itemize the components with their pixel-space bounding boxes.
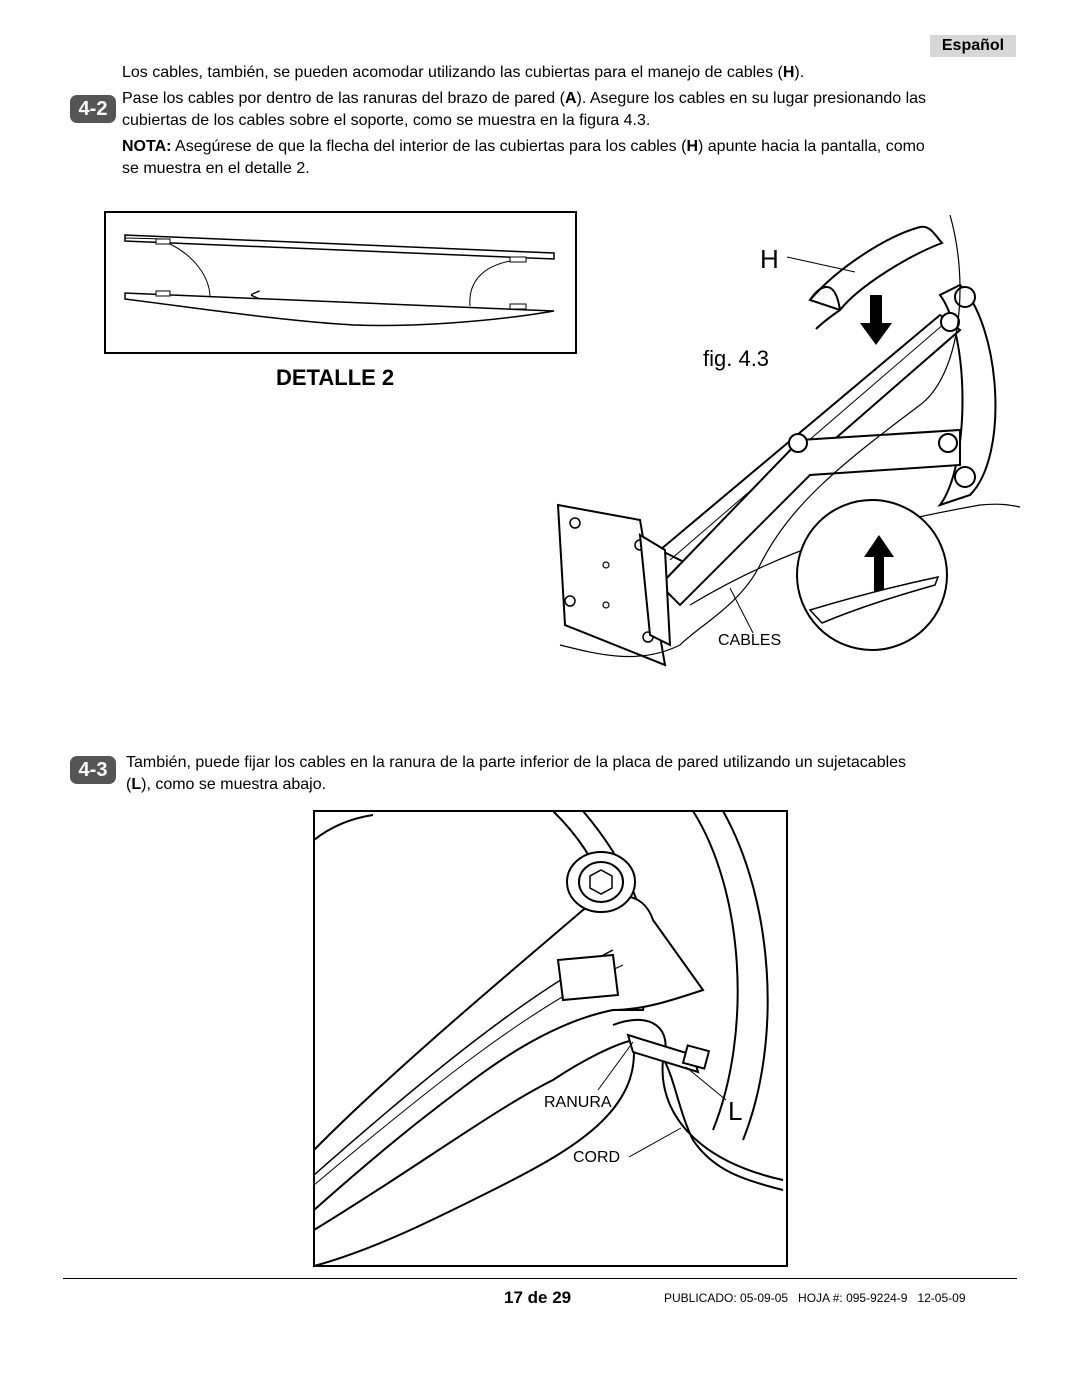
callout-l: L <box>728 1096 743 1126</box>
intro-paragraph: Los cables, también, se pueden acomodar … <box>122 62 1012 84</box>
step-badge-4-3: 4-3 <box>70 756 116 784</box>
note-text-end: ) apunte hacia la pantalla, como <box>698 138 925 155</box>
note-line2: se muestra en el detalle 2. <box>122 160 310 177</box>
note-text: Asegúrese de que la flecha del interior … <box>171 138 687 155</box>
step-4-3-line1: También, puede fijar los cables en la ra… <box>126 754 907 771</box>
step-4-2-bold-a: A <box>564 90 577 107</box>
detail-arrow: < <box>250 285 261 305</box>
intro-text: Los cables, también, se pueden acomodar … <box>122 64 783 81</box>
callout-ranura: RANURA <box>544 1094 612 1111</box>
step-4-3-text-end: ), como se muestra abajo. <box>141 776 327 793</box>
note-line1: NOTA: Asegúrese de que la flecha del int… <box>122 136 1022 158</box>
step-4-2-line2: cubiertas de los cables sobre el soporte… <box>122 112 651 129</box>
publication-info: PUBLICADO: 05-09-05 HOJA #: 095-9224-9 1… <box>664 1291 966 1305</box>
step-4-2-line1: Pase los cables por dentro de las ranura… <box>122 88 1022 110</box>
note-bold-h: H <box>686 138 698 155</box>
step-4-3-line2: (L), como se muestra abajo. <box>126 774 1026 796</box>
step-4-2-paragraph: Pase los cables por dentro de las ranura… <box>122 88 1022 132</box>
step-badge-4-2: 4-2 <box>70 95 116 123</box>
callout-cord: CORD <box>573 1149 621 1166</box>
detail-2-label: DETALLE 2 <box>276 365 395 390</box>
callout-h: H <box>760 244 779 274</box>
footer-rule <box>63 1278 1017 1279</box>
callout-cables: CABLES <box>718 632 782 649</box>
note-label: NOTA: <box>122 138 172 155</box>
step-4-3-bold-l: L <box>131 776 142 793</box>
wall-plate-cable-tie-illustration <box>313 810 788 1268</box>
detail-2-illustration: < <box>104 211 577 354</box>
intro-bold-h: H <box>782 64 795 81</box>
step-4-3-paren: ( <box>126 776 132 793</box>
language-tab: Español <box>930 35 1016 57</box>
figure-4-3-label: fig. 4.3 <box>703 346 770 371</box>
figure-4-3-illustration <box>556 214 1021 667</box>
page-number: 17 de 29 <box>504 1288 572 1307</box>
step-4-3-paragraph: También, puede fijar los cables en la ra… <box>126 752 1026 796</box>
step-4-2-text: Pase los cables por dentro de las ranura… <box>122 90 565 107</box>
intro-text-end: ). <box>794 64 805 81</box>
note-paragraph: NOTA: Asegúrese de que la flecha del int… <box>122 136 1022 180</box>
step-4-2-text-end: ). Asegure los cables en su lugar presio… <box>576 90 927 107</box>
